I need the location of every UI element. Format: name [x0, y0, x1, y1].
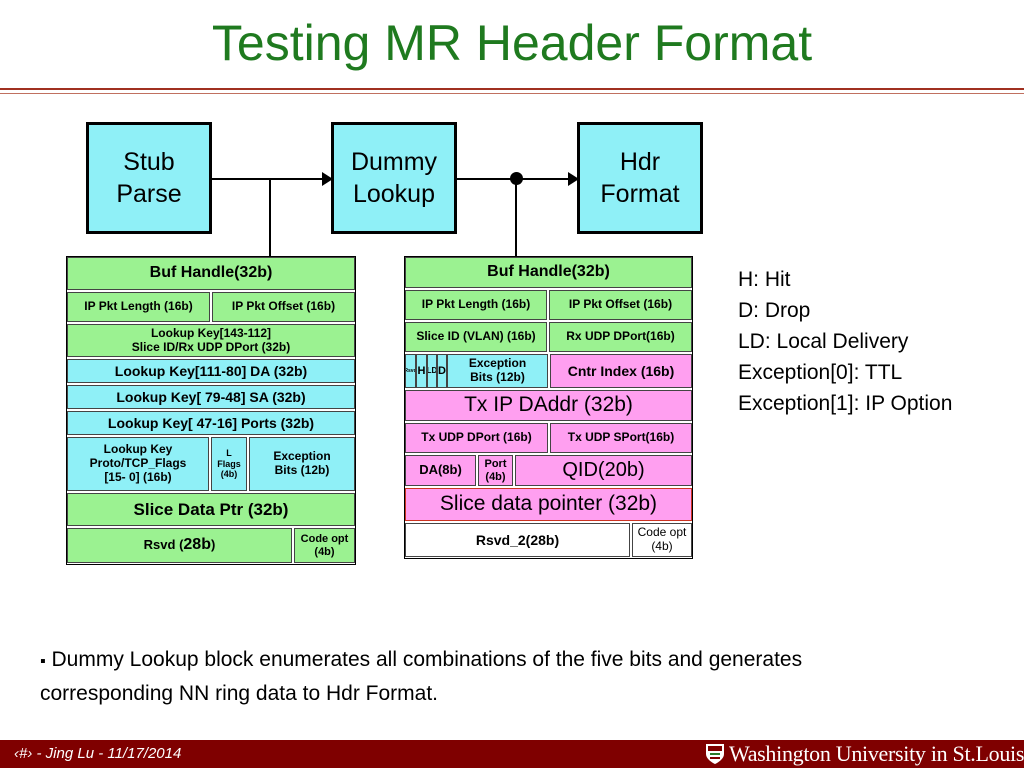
left-lookup-key-143-112: Lookup Key[143-112] Slice ID/Rx UDP DPor… — [67, 324, 355, 357]
left-ip-pkt-length: IP Pkt Length (16b) — [67, 292, 210, 322]
title-rule-bottom — [0, 93, 1024, 94]
connector-hdr-table — [515, 178, 517, 256]
right-rsvd-bits: Rsvd — [405, 354, 416, 388]
right-slice-data-pointer: Slice data pointer (32b) — [405, 488, 692, 521]
stub-parse-block: Stub Parse — [86, 122, 212, 234]
right-ip-pkt-length: IP Pkt Length (16b) — [405, 290, 547, 320]
dummy-lookup-block: Dummy Lookup — [331, 122, 457, 234]
page-title: Testing MR Header Format — [211, 15, 813, 71]
left-buf-handle: Buf Handle(32b) — [67, 257, 355, 290]
left-ip-pkt-offset: IP Pkt Offset (16b) — [212, 292, 355, 322]
right-port: Port (4b) — [478, 455, 513, 486]
left-code-opt: Code opt (4b) — [294, 528, 355, 563]
footer-bar — [0, 740, 1024, 768]
right-rsvd-2: Rsvd_2(28b) — [405, 523, 630, 557]
left-lookup-key-sa: Lookup Key[ 79-48] SA (32b) — [67, 385, 355, 409]
left-lookup-key-proto: Lookup Key Proto/TCP_Flags [15- 0] (16b) — [67, 437, 209, 491]
bullet-text: Dummy Lookup block enumerates all combin… — [40, 648, 803, 705]
left-slice-data-ptr: Slice Data Ptr (32b) — [67, 493, 355, 526]
right-header-table: Buf Handle(32b) IP Pkt Length (16b) IP P… — [404, 256, 693, 559]
left-rsvd-suffix: ) — [210, 537, 216, 553]
left-lookup-key-ports: Lookup Key[ 47-16] Ports (32b) — [67, 411, 355, 435]
arrowhead-dummy — [322, 172, 333, 186]
footer-text: ‹#› - Jing Lu - 11/17/2014 — [14, 745, 182, 762]
university-logo: Washington University in St.Louis — [705, 741, 1024, 767]
legend-local-delivery: LD: Local Delivery — [738, 330, 909, 353]
hdr-format-block: Hdr Format — [577, 122, 703, 234]
arrowhead-hdr — [568, 172, 579, 186]
right-hit-bit: H — [416, 354, 427, 388]
right-qid: QID(20b) — [515, 455, 692, 486]
right-exception-bits: Exception Bits (12b) — [447, 354, 548, 388]
bit-legend: H: Hit D: Drop LD: Local Delivery Except… — [738, 264, 952, 419]
right-tx-ip-daddr: Tx IP DAddr (32b) — [405, 390, 692, 421]
connector-stub-dummy — [212, 178, 324, 180]
left-rsvd-prefix: Rsvd ( — [143, 537, 184, 553]
right-cntr-index: Cntr Index (16b) — [550, 354, 692, 388]
left-header-table: Buf Handle(32b) IP Pkt Length (16b) IP P… — [66, 256, 356, 565]
legend-exception-0: Exception[0]: TTL — [738, 361, 903, 384]
legend-drop: D: Drop — [738, 299, 811, 322]
legend-exception-1: Exception[1]: IP Option — [738, 392, 953, 415]
left-l-flags: L Flags (4b) — [211, 437, 247, 491]
bullet-point: ▪ Dummy Lookup block enumerates all comb… — [40, 644, 920, 710]
left-lookup-key-da: Lookup Key[111-80] DA (32b) — [67, 359, 355, 383]
legend-hit: H: Hit — [738, 268, 791, 291]
shield-icon — [706, 744, 724, 764]
left-rsvd: Rsvd (28b) — [67, 528, 292, 563]
connector-stub-table — [269, 178, 271, 256]
left-exception-bits: Exception Bits (12b) — [249, 437, 355, 491]
right-drop-bit: D — [437, 354, 447, 388]
right-rx-udp-dport: Rx UDP DPort(16b) — [549, 322, 692, 352]
bullet-mark: ▪ — [40, 653, 46, 670]
title-rule-top — [0, 88, 1024, 90]
right-buf-handle: Buf Handle(32b) — [405, 257, 692, 288]
right-code-opt: Code opt (4b) — [632, 523, 692, 557]
right-local-delivery-bit: LD — [427, 354, 437, 388]
right-da: DA(8b) — [405, 455, 476, 486]
right-ip-pkt-offset: IP Pkt Offset (16b) — [549, 290, 692, 320]
right-slice-id: Slice ID (VLAN) (16b) — [405, 322, 547, 352]
right-tx-udp-dport: Tx UDP DPort (16b) — [405, 423, 548, 453]
left-rsvd-bits: 28b — [183, 536, 211, 554]
university-name: Washington University in St.Louis — [729, 741, 1024, 766]
right-tx-udp-sport: Tx UDP SPort(16b) — [550, 423, 692, 453]
